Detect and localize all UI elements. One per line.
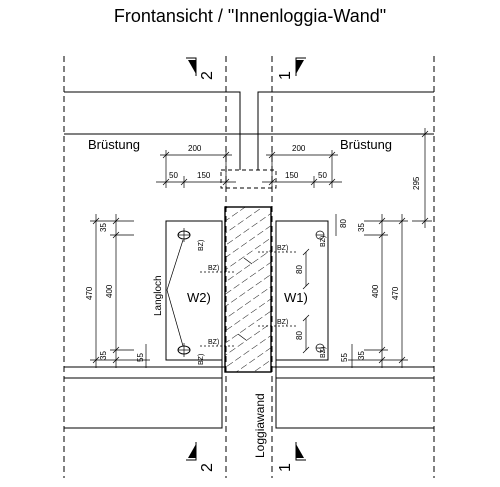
dim-150-left: 150 — [197, 171, 211, 180]
dim-35-right-top: 35 — [357, 223, 366, 232]
page-title: Frontansicht / "Innenloggia-Wand" — [113, 6, 387, 26]
dim-150-right: 150 — [285, 171, 299, 180]
dim-55-left: 55 — [136, 353, 145, 362]
label-w1: W1) — [284, 290, 308, 305]
dimension-295 — [412, 128, 432, 228]
bz-label: BZ) — [277, 319, 288, 326]
dim-400-left: 400 — [105, 284, 114, 298]
bz-label: BZ) — [277, 245, 288, 252]
bz-label: BZ) — [198, 354, 205, 365]
dimension-chains-left — [90, 214, 150, 368]
slot-bottom — [177, 343, 191, 357]
section-number-2-top: 2 — [199, 71, 216, 80]
section-marker-1-bottom — [295, 442, 306, 461]
label-w2: W2) — [187, 290, 211, 305]
panel-w2 — [165, 220, 223, 361]
section-number-1-top: 1 — [277, 71, 294, 80]
dim-80-inner-lower: 80 — [295, 331, 304, 340]
dim-400-right: 400 — [371, 284, 380, 298]
label-bruestung-left: Brüstung — [88, 137, 140, 152]
label-loggiawand: Loggiawand — [253, 393, 267, 458]
dim-50-right: 50 — [318, 171, 327, 180]
bz-label: BZ) — [198, 240, 205, 251]
bz-label: BZ) — [208, 265, 219, 272]
langloch-leader — [166, 239, 184, 347]
section-marker-2-top — [186, 57, 197, 76]
dim-55-right: 55 — [340, 353, 349, 362]
dimension-chains-right — [335, 214, 408, 368]
label-bruestung-right: Brüstung — [340, 137, 392, 152]
dim-35-left-bottom: 35 — [99, 351, 108, 360]
dim-295: 295 — [412, 176, 421, 190]
dim-35-right-bottom: 35 — [357, 351, 366, 360]
dim-35-left-top: 35 — [99, 223, 108, 232]
section-marker-1-top — [295, 57, 306, 76]
upper-slab — [64, 91, 434, 170]
dim-50-left: 50 — [169, 171, 178, 180]
dim-470-left: 470 — [85, 286, 94, 300]
panel-w1 — [275, 220, 329, 361]
dim-200-left: 200 — [188, 144, 202, 153]
loggia-wall — [220, 169, 277, 378]
label-langloch: Langloch — [153, 275, 164, 316]
dim-470-right: 470 — [391, 286, 400, 300]
dim-80-inner-upper: 80 — [295, 265, 304, 274]
bz-label: BZ) — [208, 339, 219, 346]
dimension-80-inner — [302, 248, 310, 354]
bz-label: BZ) — [320, 236, 327, 247]
bz-label: BZ) — [320, 347, 327, 358]
slot-top — [177, 228, 191, 242]
section-marker-2-bottom — [186, 442, 197, 461]
anchor-markers — [200, 230, 325, 353]
dim-80-top: 80 — [339, 219, 348, 228]
lower-slab — [64, 366, 434, 429]
section-number-1-bottom: 1 — [277, 463, 294, 472]
dimension-chains-horizontal — [156, 150, 342, 188]
dim-200-right: 200 — [292, 144, 306, 153]
section-number-2-bottom: 2 — [199, 463, 216, 472]
